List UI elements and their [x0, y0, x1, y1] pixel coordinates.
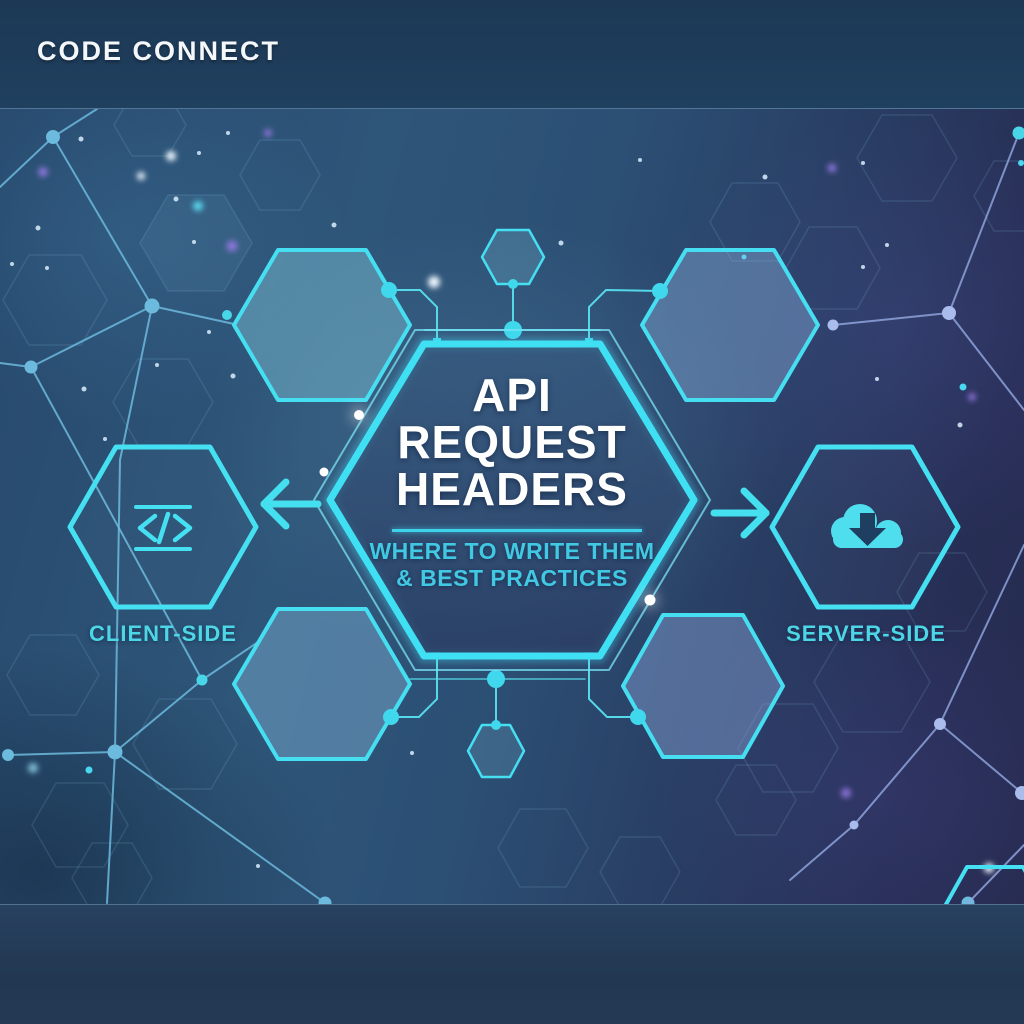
- arrow-right-icon: [710, 487, 770, 539]
- central-hexagon-border: [326, 340, 698, 660]
- hexagon-network-graphic: [0, 108, 1024, 904]
- title-line-1: API: [472, 369, 552, 421]
- glow-dots-on-frame: [319, 406, 659, 609]
- cloud-download-icon: [831, 504, 903, 548]
- artwork-area: [0, 108, 1024, 904]
- central-subtitle: WHERE TO WRITE THEM & BEST PRACTICES: [352, 538, 672, 592]
- hexagon-top-right: [640, 248, 820, 402]
- hexagon-small-bottom: [466, 723, 526, 779]
- title-line-2: REQUEST: [397, 416, 627, 468]
- central-hexagon: [313, 329, 711, 671]
- hexagon-bottom-left: [232, 607, 412, 761]
- brand-logo-text: CODE CONNECT: [37, 36, 281, 66]
- server-side-hexagon: [769, 444, 961, 610]
- arrow-left-icon: [260, 478, 322, 530]
- client-side-hexagon: [67, 444, 259, 610]
- top-header-band: CODE CONNECT: [0, 0, 1024, 109]
- subtitle-line-2: & BEST PRACTICES: [396, 565, 628, 591]
- server-side-label: SERVER-SIDE: [786, 621, 946, 646]
- network-nodes-right: [827, 126, 1024, 830]
- hexagon-bottom-right-corner: [943, 865, 1024, 904]
- decorative-filled-hexagons: [232, 228, 820, 779]
- hexagon-bottom-right: [621, 613, 785, 759]
- central-title: API REQUEST HEADERS: [352, 372, 672, 513]
- hexagon-top-left: [232, 248, 412, 402]
- client-side-label: CLIENT-SIDE: [89, 621, 237, 646]
- title-line-3: HEADERS: [396, 463, 628, 515]
- bottom-band: [0, 904, 1024, 1024]
- central-hexagon-outer-line: [313, 329, 711, 671]
- network-nodes-left: [2, 130, 975, 904]
- hexagon-small-top: [480, 228, 546, 286]
- faint-hexagon-pattern: [2, 108, 1024, 904]
- subtitle-line-1: WHERE TO WRITE THEM: [369, 538, 655, 564]
- title-divider: [392, 529, 642, 532]
- code-icon: [134, 505, 193, 551]
